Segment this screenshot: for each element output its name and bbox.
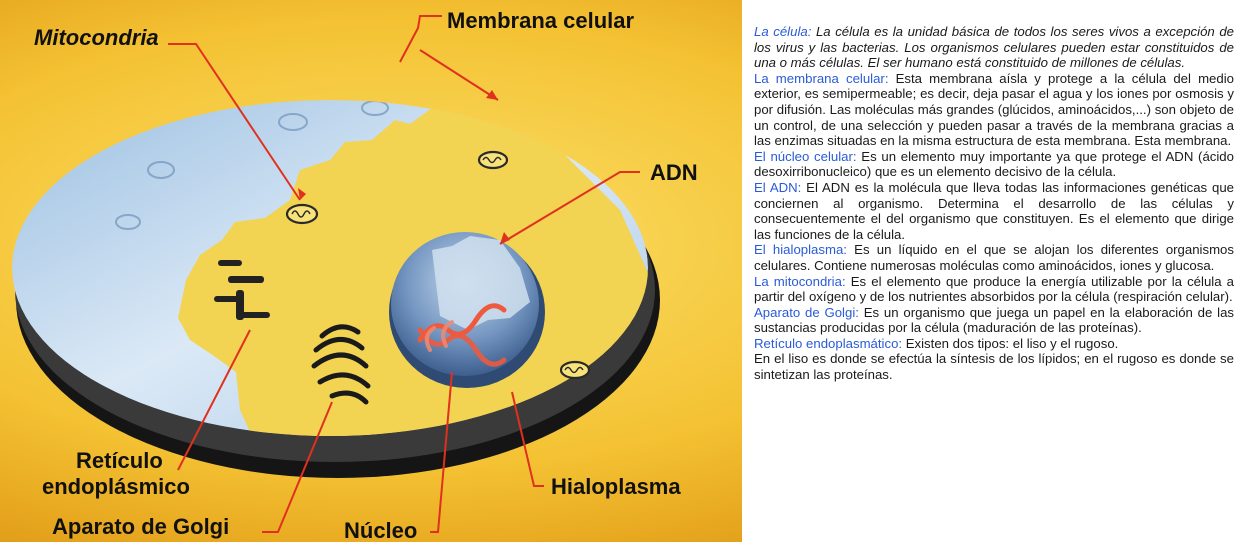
- term-adn: El ADN:: [754, 180, 801, 195]
- term-golgi: Aparato de Golgi:: [754, 305, 859, 320]
- term-mitocondria: La mitocondria:: [754, 274, 846, 289]
- term-membrana: La membrana celular:: [754, 71, 888, 86]
- description-item: El hialoplasma: Es un líquido en el que …: [754, 242, 1234, 273]
- label-nucleo: Núcleo: [344, 518, 417, 542]
- description-item: La mitocondria: Es el elemento que produ…: [754, 274, 1234, 305]
- label-aparato-golgi: Aparato de Golgi: [52, 514, 229, 540]
- text-liso-rugoso: En el liso es donde se efectúa la síntes…: [754, 351, 1234, 382]
- text-reticulo: Existen dos tipos: el liso y el rugoso.: [902, 336, 1118, 351]
- term-hialoplasma: El hialoplasma:: [754, 242, 847, 257]
- term-reticulo: Retículo endoplasmático:: [754, 336, 902, 351]
- label-reticulo-line1: Retículo: [76, 448, 163, 474]
- label-adn: ADN: [650, 160, 698, 186]
- term-celula: La célula:: [754, 24, 811, 39]
- description-item: El ADN: El ADN es la molécula que lleva …: [754, 180, 1234, 242]
- description-panel: La célula: La célula es la unidad básica…: [754, 24, 1234, 383]
- description-item: Retículo endoplasmático: Existen dos tip…: [754, 336, 1234, 352]
- label-hialoplasma: Hialoplasma: [551, 474, 681, 500]
- label-mitocondria: Mitocondria: [34, 25, 159, 51]
- description-item: Aparato de Golgi: Es un organismo que ju…: [754, 305, 1234, 336]
- text-adn: El ADN es la molécula que lleva todas la…: [754, 180, 1234, 242]
- description-item: La membrana celular: Esta membrana aísla…: [754, 71, 1234, 149]
- description-item: El núcleo celular: Es un elemento muy im…: [754, 149, 1234, 180]
- label-reticulo-line2: endoplásmico: [42, 474, 190, 500]
- term-nucleo: El núcleo celular:: [754, 149, 857, 164]
- text-celula: La célula es la unidad básica de todos l…: [754, 24, 1234, 70]
- description-item: La célula: La célula es la unidad básica…: [754, 24, 1234, 71]
- label-membrana-celular: Membrana celular: [447, 8, 634, 34]
- description-item: En el liso es donde se efectúa la síntes…: [754, 351, 1234, 382]
